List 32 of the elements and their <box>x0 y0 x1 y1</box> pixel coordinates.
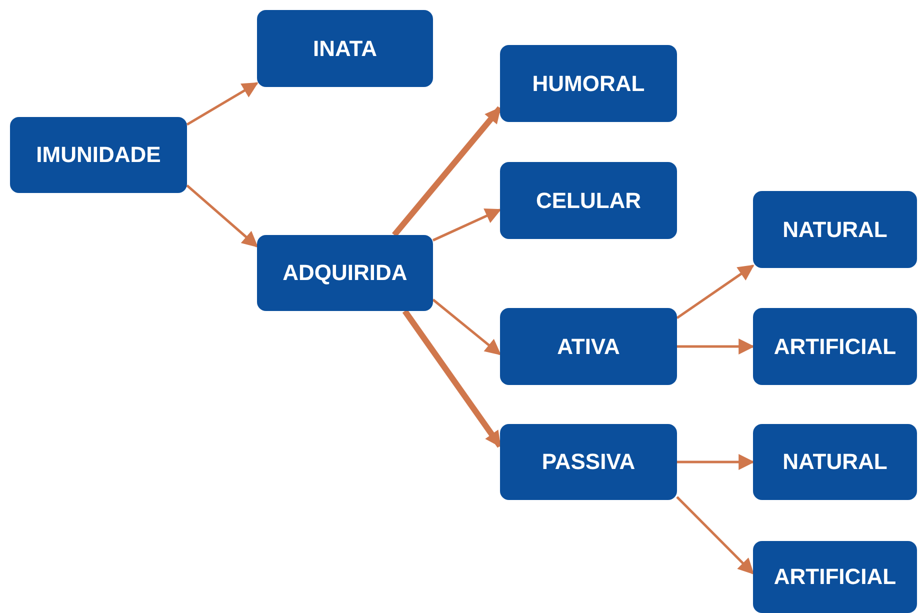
concept-box <box>500 424 677 500</box>
node-label: NATURAL <box>782 449 888 475</box>
concept-box <box>500 45 677 122</box>
arrow <box>402 309 502 448</box>
node-label: ARTIFICIAL <box>774 564 896 590</box>
node-label: IMUNIDADE <box>36 142 161 168</box>
arrow <box>432 208 502 242</box>
arrow <box>677 454 755 470</box>
concept-box <box>500 308 677 385</box>
node-label: CELULAR <box>536 188 642 214</box>
concept-box <box>10 117 187 193</box>
concept-box <box>257 10 433 87</box>
node-label: NATURAL <box>782 216 888 242</box>
concept-box <box>753 308 917 385</box>
concept-box <box>753 424 917 500</box>
arrow <box>186 184 258 248</box>
node-label: ARTIFICIAL <box>774 334 896 360</box>
arrow <box>676 264 754 320</box>
node-label: HUMORAL <box>532 70 645 96</box>
concept-box <box>753 191 917 268</box>
concept-box <box>753 541 917 613</box>
node-label: ADQUIRIDA <box>282 260 408 286</box>
arrow <box>186 82 258 126</box>
node-label: PASSIVA <box>542 449 636 475</box>
node-label: INATA <box>313 36 377 62</box>
node-label: ATIVA <box>557 334 620 360</box>
arrow <box>432 298 502 356</box>
arrow <box>677 338 755 354</box>
concept-box <box>500 162 677 239</box>
arrow <box>676 496 754 575</box>
concept-box <box>257 235 433 311</box>
arrow <box>392 106 502 237</box>
